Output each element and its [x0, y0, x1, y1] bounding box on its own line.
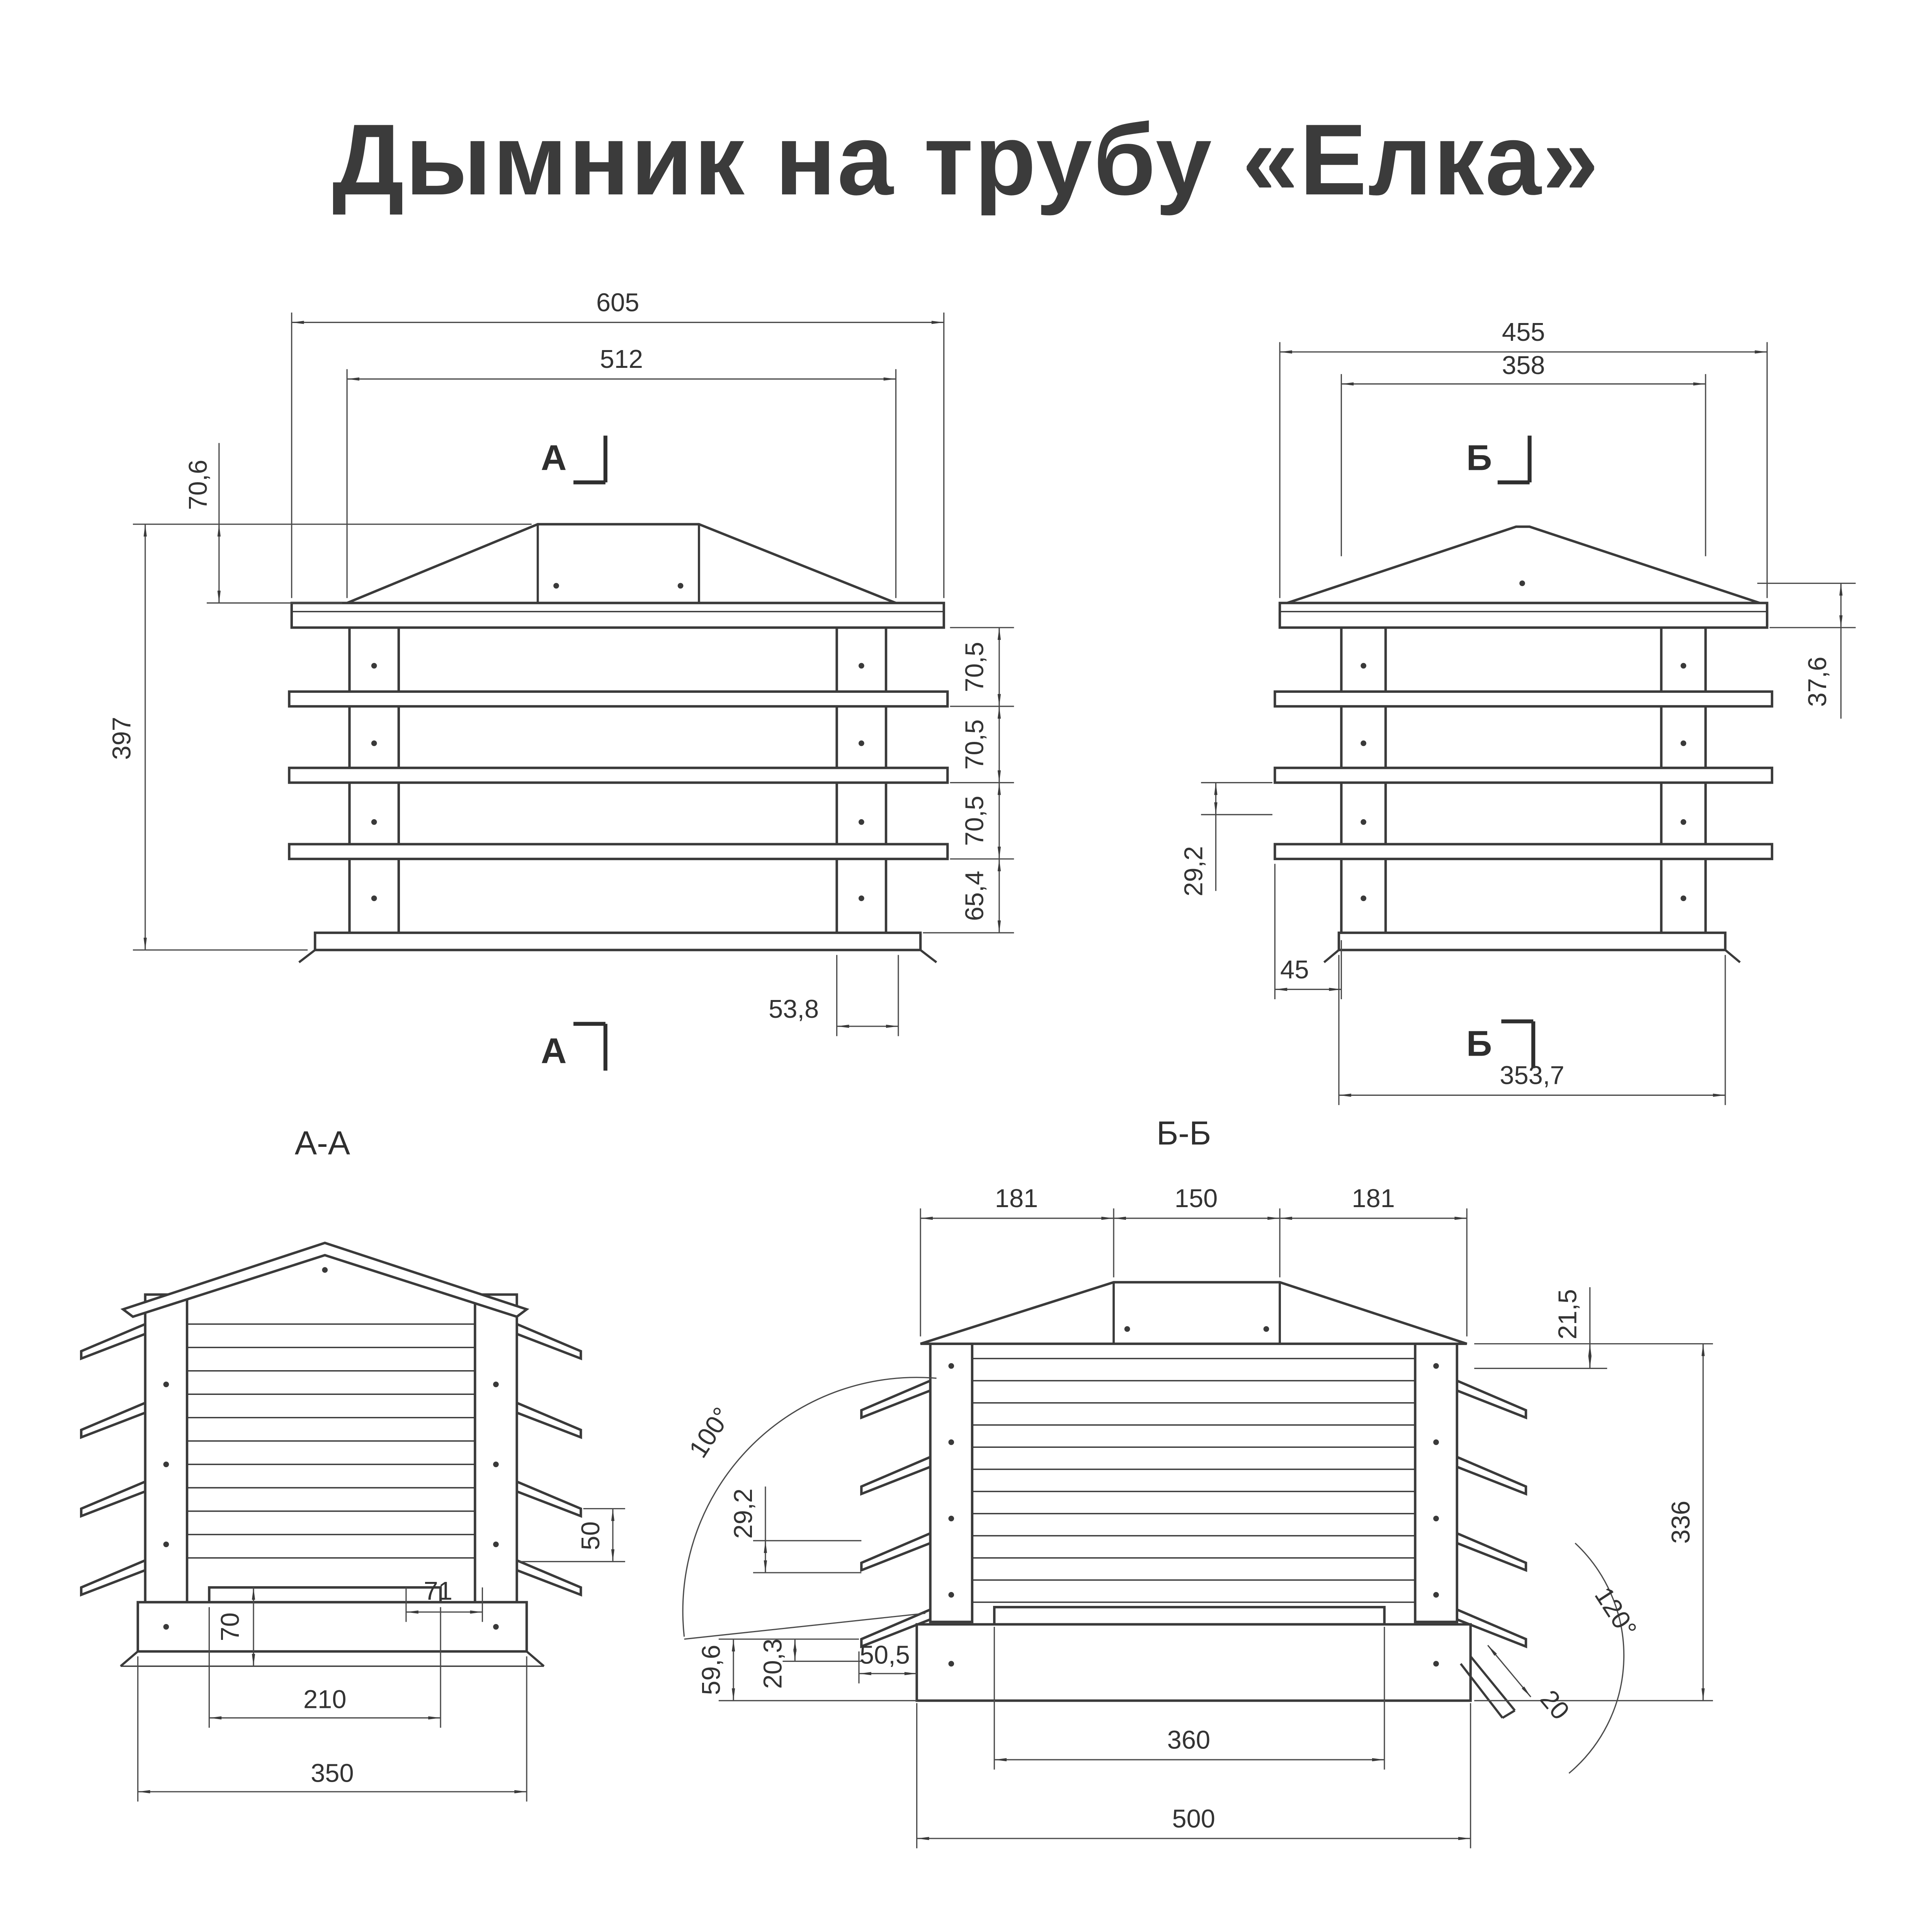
section-bb-view: Б-Б — [682, 1115, 1713, 1849]
side-louver-1 — [1274, 690, 1774, 708]
bb-slat-left-2 — [860, 1455, 932, 1496]
side-brim — [1278, 602, 1769, 629]
bb-roof — [920, 1281, 1468, 1345]
dim-bb-roof-right: 181 — [1352, 1184, 1395, 1213]
section-aa-dimensions: 50 71 70 210 350 — [137, 1508, 625, 1802]
dim-bb-flange-angle: 120° — [1589, 1582, 1642, 1643]
dim-bb-slat-width: 50,5 — [860, 1641, 910, 1670]
dim-bb-roof-top: 150 — [1175, 1184, 1218, 1213]
section-marker-b-top: Б — [1466, 438, 1492, 478]
dim-side-brim-height: 37,6 — [1803, 656, 1832, 707]
aa-post-left — [144, 1293, 189, 1604]
bb-slat-right-2 — [1456, 1455, 1527, 1496]
section-aa-parts — [80, 1242, 582, 1667]
section-aa-inner-slats — [187, 1323, 475, 1559]
side-roof — [1287, 525, 1760, 604]
dim-aa-louver-pitch: 50 — [576, 1521, 605, 1550]
front-louver-3 — [288, 843, 949, 861]
dim-bb-louver-angle: 100° — [684, 1402, 737, 1463]
dim-bb-roof-left: 181 — [995, 1184, 1038, 1213]
aa-slat-left-1 — [80, 1322, 146, 1361]
bb-slat-left-1 — [860, 1379, 932, 1420]
dim-front-pitch-3: 70,5 — [960, 796, 989, 846]
aa-slat-right-1 — [515, 1322, 582, 1361]
aa-slat-right-3 — [515, 1480, 582, 1518]
bb-outlet-plate — [993, 1606, 1386, 1626]
front-rivets — [371, 583, 864, 901]
dim-front-base-height: 65,4 — [960, 871, 989, 921]
section-marker-a-top: А — [541, 438, 567, 478]
dim-side-louver-gap: 29,2 — [1179, 846, 1208, 896]
dim-aa-slat-width: 71 — [424, 1577, 452, 1605]
front-louver-1 — [288, 690, 949, 708]
section-aa-view: А-А — [80, 1124, 625, 1802]
front-view-dimensions: 605 512 70,6 397 70,5 70,5 70,5 65,4 53,… — [107, 288, 1014, 1071]
dim-front-overall-width: 605 — [596, 288, 639, 317]
bb-slat-left-3 — [860, 1531, 932, 1572]
side-base-plate — [1337, 931, 1727, 951]
dim-aa-outlet-width: 210 — [303, 1685, 347, 1714]
side-view: 455 358 37,6 29,2 45 353,7 Б Б — [1179, 318, 1856, 1105]
dim-side-overall-width: 455 — [1502, 318, 1545, 347]
side-view-parts — [1274, 525, 1774, 963]
dim-bb-body-height: 336 — [1667, 1501, 1696, 1544]
page-title: Дымник на трубу «Елка» — [332, 104, 1600, 216]
dim-bb-base-width: 500 — [1172, 1804, 1215, 1833]
section-bb-parts — [860, 1281, 1527, 1719]
dim-bb-slat-drop: 20,3 — [758, 1639, 787, 1689]
section-marker-a-bottom: А — [541, 1031, 567, 1071]
aa-slat-left-3 — [80, 1480, 146, 1518]
side-louver-3 — [1274, 843, 1774, 861]
front-view-parts — [288, 523, 949, 963]
front-louver-2 — [288, 767, 949, 784]
bb-post-right — [1414, 1342, 1458, 1623]
section-bb-inner-slats — [972, 1358, 1415, 1603]
dim-front-roof-width: 512 — [600, 345, 643, 374]
side-view-dimensions: 455 358 37,6 29,2 45 353,7 Б Б — [1179, 318, 1856, 1105]
front-brim — [290, 602, 945, 629]
dim-bb-edge-drop: 21,5 — [1553, 1289, 1582, 1339]
dim-bb-louver-gap: 29,2 — [729, 1488, 758, 1539]
aa-rivets — [163, 1267, 499, 1630]
section-aa-label: А-А — [295, 1124, 350, 1162]
side-rivets — [1361, 580, 1687, 901]
side-louver-2 — [1274, 767, 1774, 784]
dim-side-roof-width: 358 — [1502, 351, 1545, 380]
dim-front-pitch-2: 70,5 — [960, 719, 989, 770]
front-roof — [346, 523, 896, 604]
bb-rivets — [948, 1326, 1439, 1667]
aa-base-band — [136, 1601, 528, 1653]
dim-side-base-width: 353,7 — [1500, 1061, 1564, 1090]
bb-post-left — [929, 1342, 974, 1623]
dim-aa-base-width: 350 — [311, 1759, 354, 1787]
dim-bb-skirt-height: 59,6 — [697, 1645, 726, 1695]
aa-slat-left-2 — [80, 1401, 146, 1439]
dim-aa-base-height: 70 — [216, 1612, 245, 1641]
section-bb-label: Б-Б — [1156, 1115, 1211, 1152]
dim-side-louver-offset: 45 — [1280, 955, 1309, 984]
bb-slat-right-3 — [1456, 1531, 1527, 1572]
aa-slat-right-2 — [515, 1401, 582, 1439]
dim-front-overhang: 53,8 — [769, 995, 819, 1024]
aa-roof — [120, 1242, 529, 1318]
bb-slat-right-1 — [1456, 1379, 1527, 1420]
aa-slat-left-4 — [80, 1558, 146, 1597]
dim-bb-flange-width: 20 — [1534, 1685, 1575, 1725]
aa-slat-right-4 — [515, 1558, 582, 1597]
aa-post-right — [474, 1293, 518, 1604]
dim-front-total-height: 397 — [107, 717, 136, 760]
dim-front-pitch-1: 70,5 — [960, 642, 989, 692]
bb-base-band — [915, 1623, 1472, 1702]
dim-front-roof-height: 70,6 — [184, 460, 213, 510]
front-view: 605 512 70,6 397 70,5 70,5 70,5 65,4 53,… — [107, 288, 1014, 1071]
front-base-plate — [314, 931, 922, 951]
section-marker-b-bottom: Б — [1466, 1023, 1492, 1063]
dim-bb-outlet-width: 360 — [1167, 1725, 1211, 1754]
